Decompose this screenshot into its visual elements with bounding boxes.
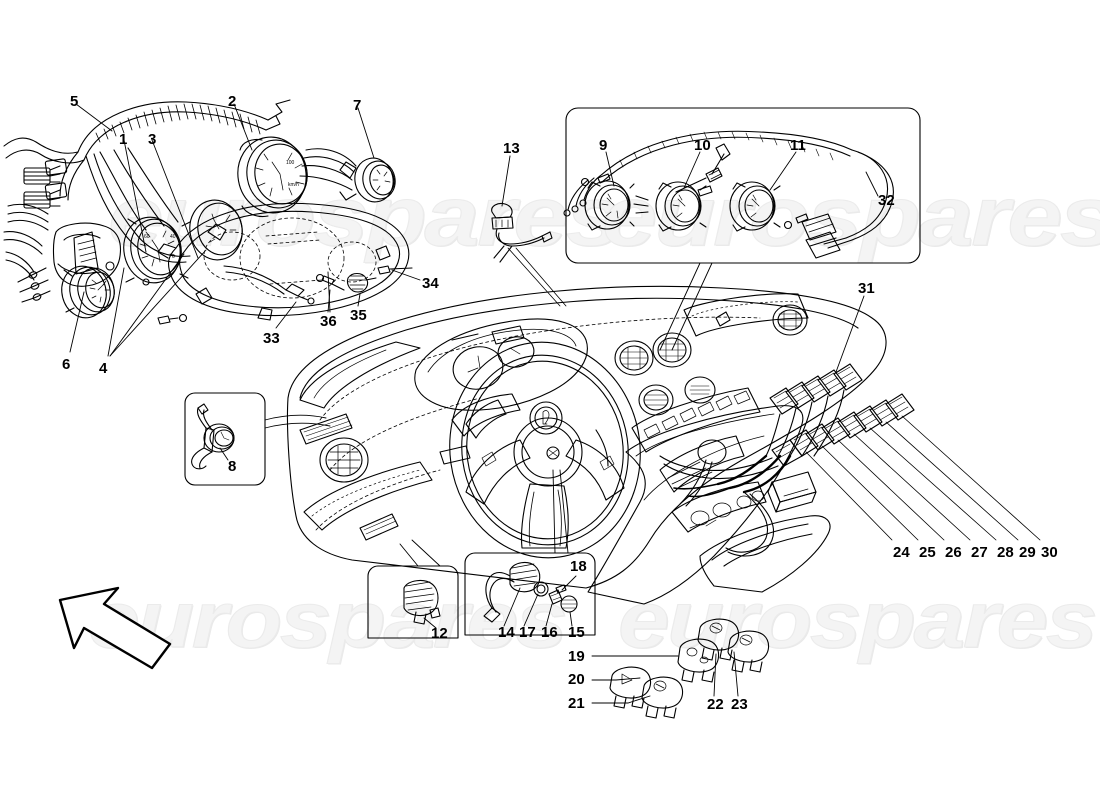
callout-2: 2 [228,93,237,110]
callout-36: 36 [320,313,337,330]
callout-6: 6 [62,356,71,373]
callout-7: 7 [353,97,362,114]
ignition-switch-assembly [483,561,578,623]
gauge-part-2: 100 km/h [237,136,308,218]
callout-14: 14 [498,624,515,641]
svg-text:100: 100 [286,160,295,166]
aux-gauge-9 [580,173,635,231]
inset-ignition-frame [464,469,596,636]
callout-27: 27 [971,544,988,561]
callout-34: 34 [422,275,439,292]
gauge-part-3 [189,199,243,261]
gauge-part-6 [61,265,115,319]
forward-direction-arrow [58,586,172,670]
switch-bank-group [659,363,1041,557]
callout-21: 21 [568,695,585,712]
callout-8: 8 [228,458,237,475]
callout-23: 23 [731,696,748,713]
gauge-part-7 [299,148,396,203]
callout-28: 28 [997,544,1014,561]
callout-19: 19 [568,648,585,665]
callout-24: 24 [893,544,910,561]
callout-17: 17 [519,624,536,641]
callout-29: 29 [1019,544,1036,561]
callout-10: 10 [694,137,711,154]
cluster-fasteners [105,261,413,325]
callout-26: 26 [945,544,962,561]
callout-25: 25 [919,544,936,561]
callout-33: 33 [263,330,280,347]
callout-30: 30 [1041,544,1058,561]
console-switch-23 [727,630,770,673]
aux-gauge-11 [729,181,809,232]
callout-32: 32 [878,192,895,209]
instrument-cluster-housing [157,202,410,321]
callout-35: 35 [350,307,367,324]
inset-clock-frame [184,392,331,486]
gauge-part-1: 60 40 0 [123,216,191,284]
dashboard-body [286,285,887,589]
center-console [587,405,831,605]
console-switch-21 [641,676,684,719]
clock-part-8 [191,403,235,470]
aux-gauge-10 [633,181,713,232]
console-switch-22 [697,618,740,661]
callout-11: 11 [790,137,806,154]
callout-12: 12 [431,625,448,642]
wiring-32 [563,130,894,259]
callout-9: 9 [599,137,608,154]
callout-1: 1 [119,131,128,148]
center-stack [614,293,809,453]
callout-18: 18 [570,558,587,575]
svg-text:0: 0 [172,254,175,260]
steering-wheel [449,341,641,559]
callout-3: 3 [148,131,157,148]
callout-16: 16 [541,624,558,641]
console-switch-19 [677,638,720,683]
part-13-sensor [491,202,567,307]
svg-text:km/h: km/h [288,182,299,188]
callout-13: 13 [503,140,520,157]
callout-5: 5 [70,93,79,110]
callout-15: 15 [568,624,585,641]
svg-text:60: 60 [144,234,150,240]
callout-4: 4 [99,360,108,377]
callout-22: 22 [707,696,724,713]
inset-dimmer-frame [367,539,459,639]
callout-31: 31 [858,280,875,297]
callout-20: 20 [568,671,585,688]
svg-text:40: 40 [170,234,176,240]
